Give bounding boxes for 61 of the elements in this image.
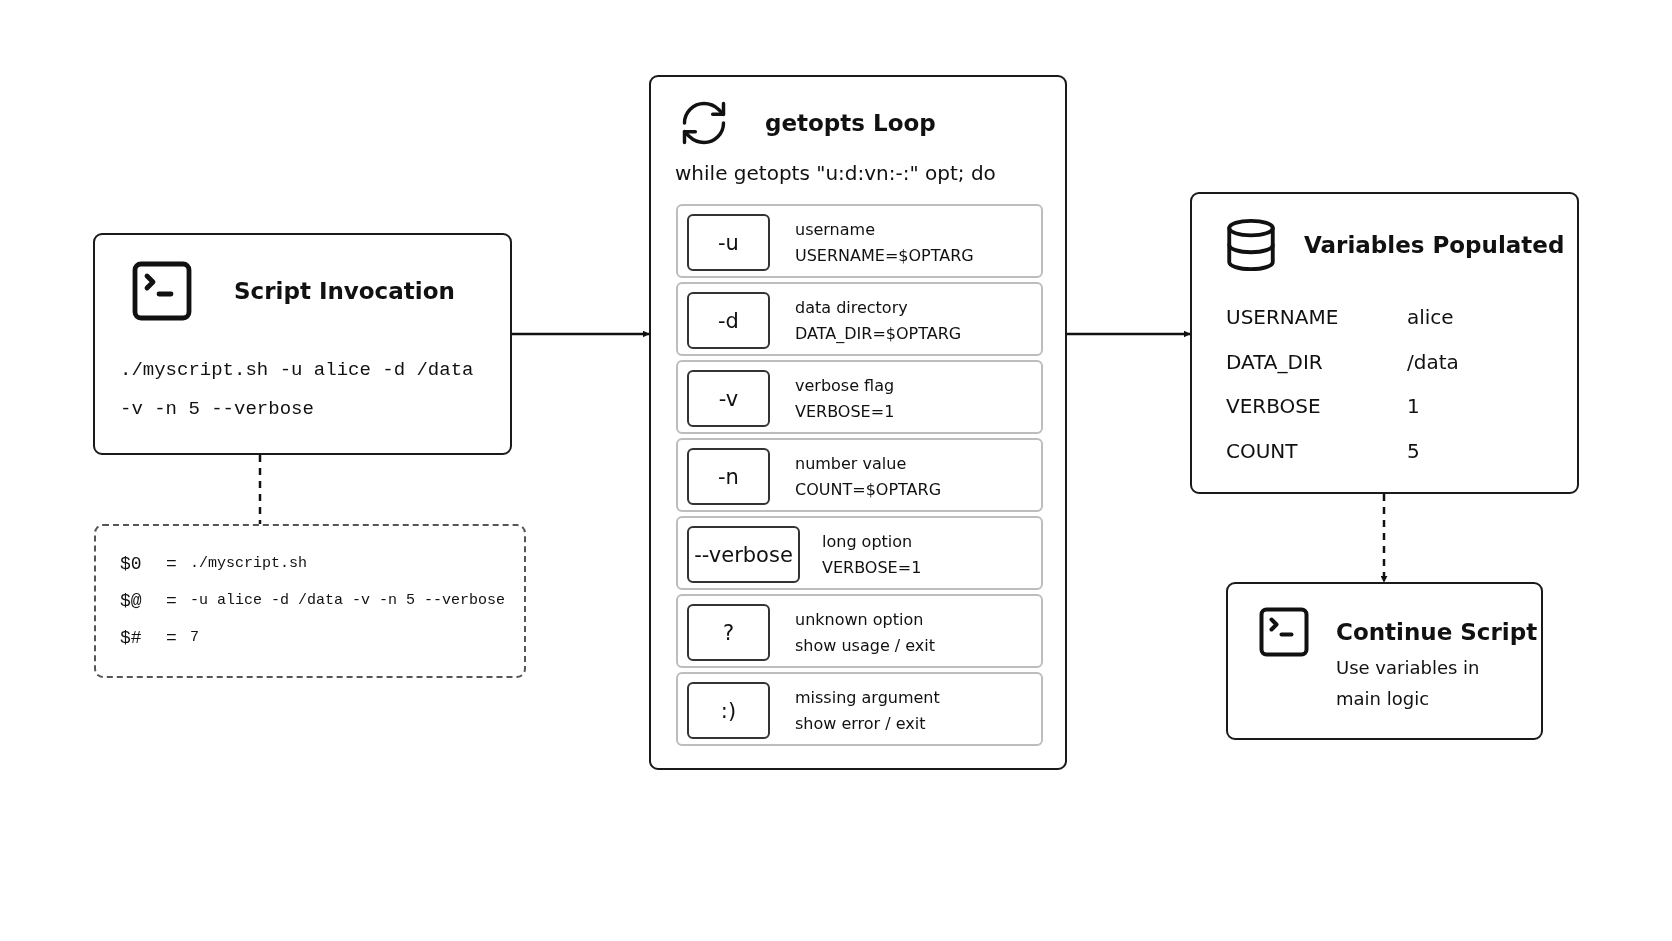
assignment-text: COUNT=$OPTARG xyxy=(795,479,942,501)
code-text: = xyxy=(166,590,178,611)
table-cell-text: DATA_DIR xyxy=(1226,349,1324,374)
code-text: -u alice -d /data -v -n 5 --verbose xyxy=(190,592,506,609)
option-description: unknown option xyxy=(795,609,924,631)
table-cell-text: COUNT xyxy=(1226,438,1299,463)
option-row xyxy=(676,594,1043,668)
card-body: Use variables in main logic xyxy=(1336,656,1481,711)
option-row xyxy=(676,672,1043,746)
process-box xyxy=(93,233,512,455)
process-box xyxy=(1226,582,1543,740)
table-cell-text: 5 xyxy=(1407,438,1421,463)
option-key: -d xyxy=(687,292,770,349)
arrow xyxy=(512,330,650,338)
option-row xyxy=(676,360,1043,434)
card-title: Variables Populated xyxy=(1304,232,1565,258)
assignment-text: VERBOSE=1 xyxy=(822,557,922,579)
option-row xyxy=(676,438,1043,512)
code-text: $@ xyxy=(120,590,143,611)
option-key: :) xyxy=(687,682,770,739)
option-key: -n xyxy=(687,448,770,505)
assignment-text: show error / exit xyxy=(795,713,926,735)
code-text: = xyxy=(166,553,178,574)
card-title: Continue Script xyxy=(1336,619,1538,645)
code-text: ./myscript.sh xyxy=(190,555,309,572)
option-description: number value xyxy=(795,453,907,475)
table-cell-text: USERNAME xyxy=(1226,305,1340,330)
option-key: -u xyxy=(687,214,770,271)
table-cell-text: alice xyxy=(1407,305,1455,330)
table-cell: /data xyxy=(1407,349,1459,374)
assignment-text: show usage / exit xyxy=(795,635,936,657)
assignment-text: USERNAME=$OPTARG xyxy=(795,245,974,267)
assignment-text: DATA_DIR=$OPTARG xyxy=(795,323,962,345)
card-title: getopts Loop xyxy=(765,110,936,136)
connector-line xyxy=(258,455,262,524)
arrow xyxy=(1380,494,1388,583)
option-row xyxy=(676,516,1043,590)
arrow xyxy=(1067,330,1191,338)
option-key: ? xyxy=(687,604,770,661)
code-text: 7 xyxy=(190,629,200,646)
card-title: Script Invocation xyxy=(234,278,455,304)
loop-condition: while getopts "u:d:vn:-:" opt; do xyxy=(675,161,996,185)
assignment-text: VERBOSE=1 xyxy=(795,401,895,423)
loop-panel xyxy=(649,75,1067,770)
option-key: --verbose xyxy=(687,526,800,583)
command-line: ./myscript.sh -u alice -d /data -v -n 5 --verbose xyxy=(120,358,475,422)
code-text: = xyxy=(166,627,178,648)
option-key: -v xyxy=(687,370,770,427)
parameter-box xyxy=(94,524,526,678)
code-text: $0 xyxy=(120,553,143,574)
option-description: data directory xyxy=(795,297,908,319)
table-cell-text: VERBOSE xyxy=(1226,394,1322,419)
option-row xyxy=(676,282,1043,356)
option-description: missing argument xyxy=(795,687,940,709)
table-cell-text: 1 xyxy=(1407,394,1421,419)
option-description: long option xyxy=(822,531,913,553)
option-description: username xyxy=(795,219,875,241)
option-row xyxy=(676,204,1043,278)
option-description: verbose flag xyxy=(795,375,895,397)
variables-box xyxy=(1190,192,1579,494)
code-text: $# xyxy=(120,627,143,648)
